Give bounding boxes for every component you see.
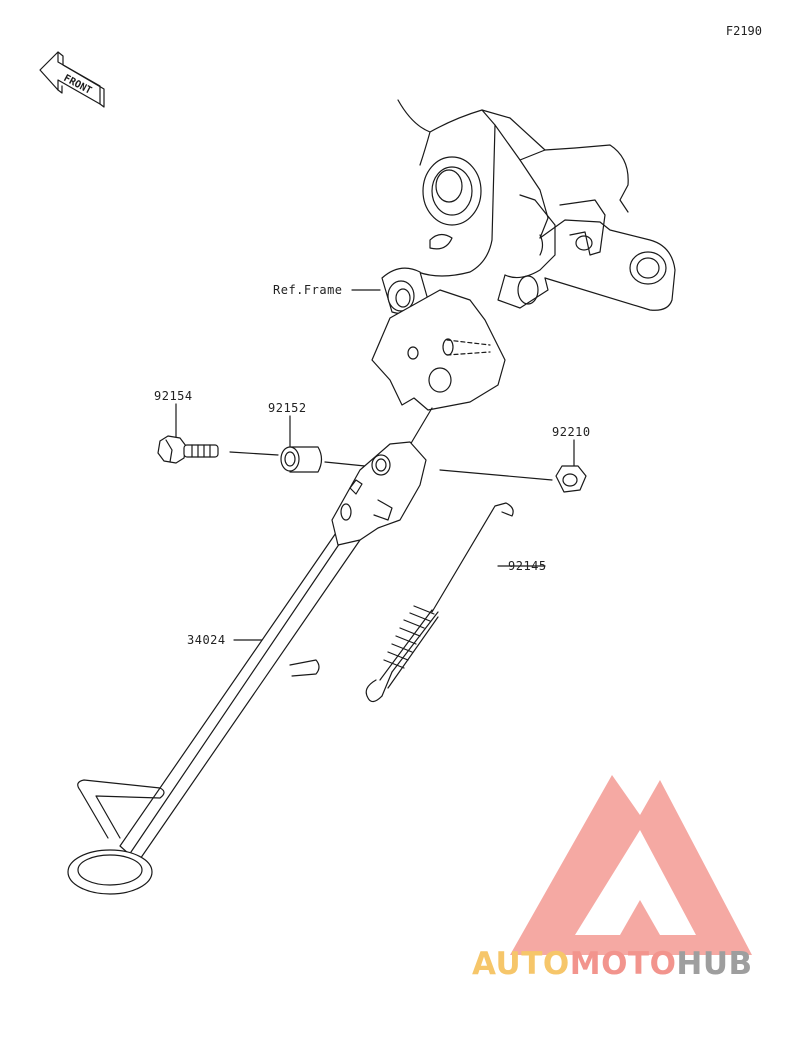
leader-lines	[175, 289, 575, 641]
part-label-92152: 92152	[268, 401, 307, 415]
watermark-logo-icon	[510, 775, 752, 955]
collar-92152	[280, 446, 323, 473]
nut-92210	[555, 465, 587, 493]
spring-92145	[365, 502, 514, 703]
sidestand-34024	[67, 441, 427, 895]
watermark-hub: HUB	[676, 946, 753, 982]
bolt-92154	[157, 435, 219, 464]
watermark-auto: AUTO	[472, 946, 570, 982]
frame-bracket	[371, 99, 676, 411]
watermark-moto: MOTO	[569, 946, 677, 982]
part-label-92145: 92145	[508, 559, 547, 573]
figure-id: F2190	[725, 24, 762, 38]
part-label-92210: 92210	[552, 425, 591, 439]
part-label-34024: 34024	[187, 633, 226, 647]
ref-frame-label: Ref.Frame	[273, 283, 343, 297]
front-arrow-icon: FRONT	[39, 51, 105, 108]
watermark-text: AUTOMOTOHUB	[472, 946, 753, 982]
part-label-92154: 92154	[154, 389, 193, 403]
